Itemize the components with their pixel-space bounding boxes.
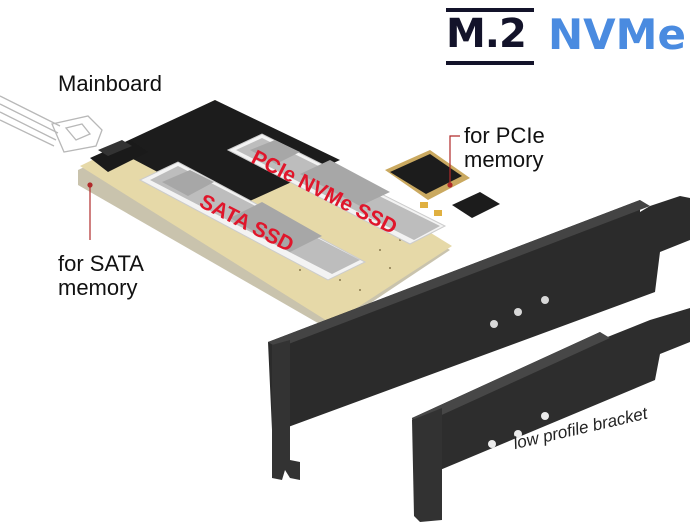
- mainboard-label: Mainboard: [58, 71, 162, 96]
- pcie-label-line1: for PCIe: [464, 123, 545, 148]
- sata-label-line1: for SATA: [58, 251, 144, 276]
- low-profile-bracket: [412, 308, 690, 522]
- full-height-bracket: [268, 196, 690, 480]
- logo-m2: M.2: [446, 11, 527, 57]
- nvme-ssd-module: [226, 133, 447, 245]
- logo-m2-bottom-bar: [446, 61, 534, 65]
- sata-ssd-module: [138, 161, 367, 281]
- sata-memory-label: for SATA memory: [58, 252, 144, 300]
- sata-cable: [0, 95, 103, 153]
- pcie-label-line2: memory: [464, 147, 544, 172]
- logo-nvme: NVMe: [548, 10, 686, 59]
- logo-m2-top-bar: [446, 8, 534, 12]
- callout-lines: [87, 135, 460, 240]
- pcie-memory-label: for PCIe memory: [464, 124, 545, 172]
- sata-label-line2: memory: [58, 275, 138, 300]
